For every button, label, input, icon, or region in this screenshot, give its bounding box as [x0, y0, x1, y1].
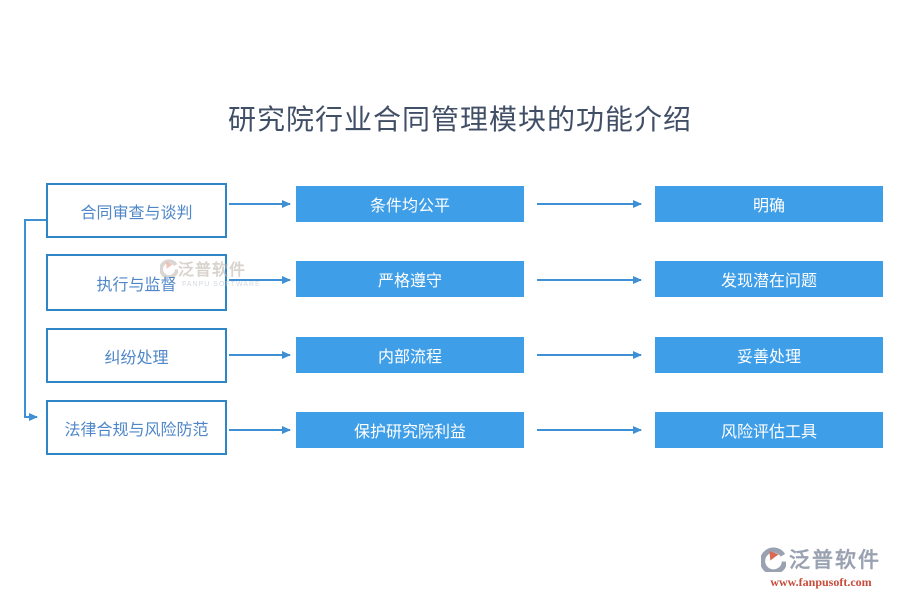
- footer-brand-text: 泛普软件: [789, 549, 881, 572]
- source-box-label: 法律合规与风险防范: [64, 421, 209, 439]
- source-box-legal-compliance: 法律合规与风险防范: [46, 400, 227, 455]
- source-box-label: 执行与监督: [96, 276, 177, 294]
- fanpu-logo-icon: [761, 546, 786, 572]
- footer-logo: 泛普软件 www.fanpusoft.com: [756, 544, 886, 590]
- result-box-clarity: 明确: [655, 186, 883, 222]
- step-box-protect-interests: 保护研究院利益: [296, 412, 524, 448]
- result-box-proper-handling: 妥善处理: [655, 337, 883, 373]
- step-box-fair-conditions: 条件均公平: [296, 186, 524, 222]
- source-box-execution-supervision: 执行与监督: [46, 254, 227, 311]
- result-box-risk-tools: 风险评估工具: [655, 412, 883, 448]
- source-box-contract-review: 合同审查与谈判: [46, 183, 227, 238]
- source-box-label: 合同审查与谈判: [80, 204, 193, 222]
- footer-website-url: www.fanpusoft.com: [770, 575, 872, 589]
- diagram-title: 研究院行业合同管理模块的功能介绍: [227, 105, 692, 136]
- source-box-label: 纠纷处理: [104, 349, 169, 367]
- source-box-dispute-handling: 纠纷处理: [46, 328, 227, 383]
- elbow-connector-source1-to-source4: [24, 219, 46, 421]
- result-box-find-issues: 发现潜在问题: [655, 261, 883, 297]
- step-box-strict-compliance: 严格遵守: [296, 261, 524, 297]
- step-box-internal-process: 内部流程: [296, 337, 524, 373]
